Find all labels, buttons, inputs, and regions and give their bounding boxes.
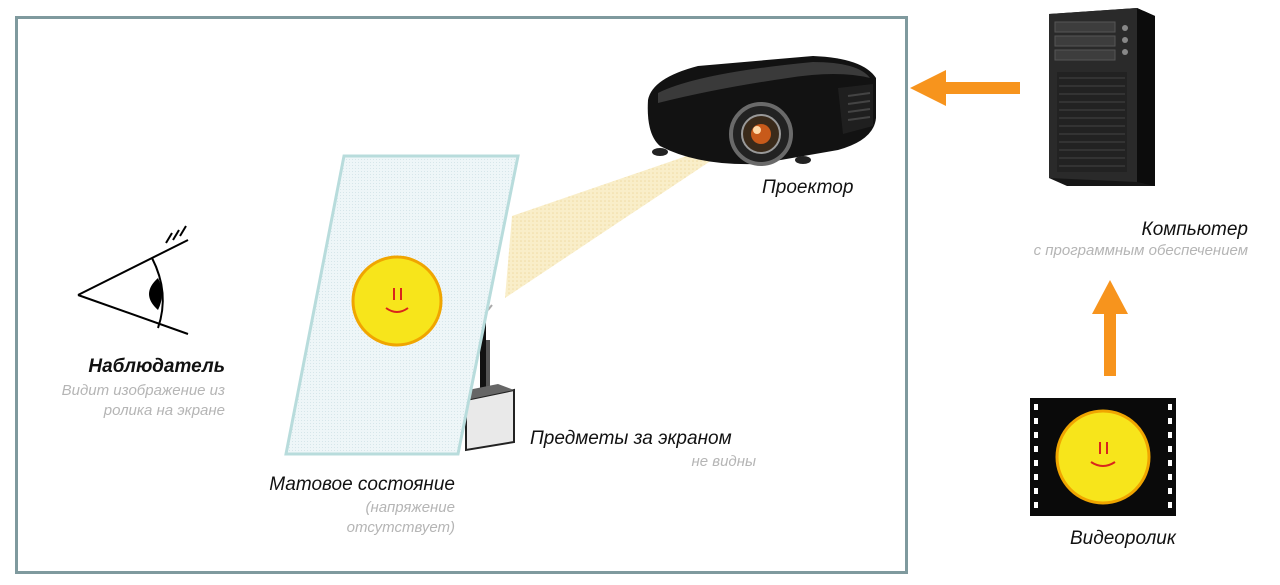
projector-title: Проектор <box>762 177 854 198</box>
arrow-left-icon <box>910 70 1020 106</box>
observer-desc-line1: Видит изображение из <box>61 382 225 399</box>
screen-state-title: Матовое состояние <box>269 474 455 495</box>
arrow-up-icon <box>1092 280 1128 376</box>
objects-title: Предметы за экраном <box>530 428 732 449</box>
smiley-on-screen <box>351 255 443 347</box>
video-film-icon <box>1030 398 1176 516</box>
computer-tower-icon <box>1049 8 1155 186</box>
objects-behind-screen <box>458 304 515 452</box>
observer-title: Наблюдатель <box>88 356 225 377</box>
video-title: Видеоролик <box>1070 528 1176 549</box>
screen-state-desc-line2: отсутствует) <box>346 519 455 536</box>
observer-desc-line2: ролика на экране <box>103 402 225 419</box>
projector-icon <box>647 56 876 166</box>
computer-desc: с программным обеспечением <box>1033 242 1248 259</box>
scene-frame <box>15 16 908 574</box>
computer-title: Компьютер <box>1141 219 1249 240</box>
screen-state-desc-line1: (напряжение <box>365 499 455 516</box>
eye-icon <box>77 225 189 335</box>
objects-desc: не видны <box>691 453 756 470</box>
